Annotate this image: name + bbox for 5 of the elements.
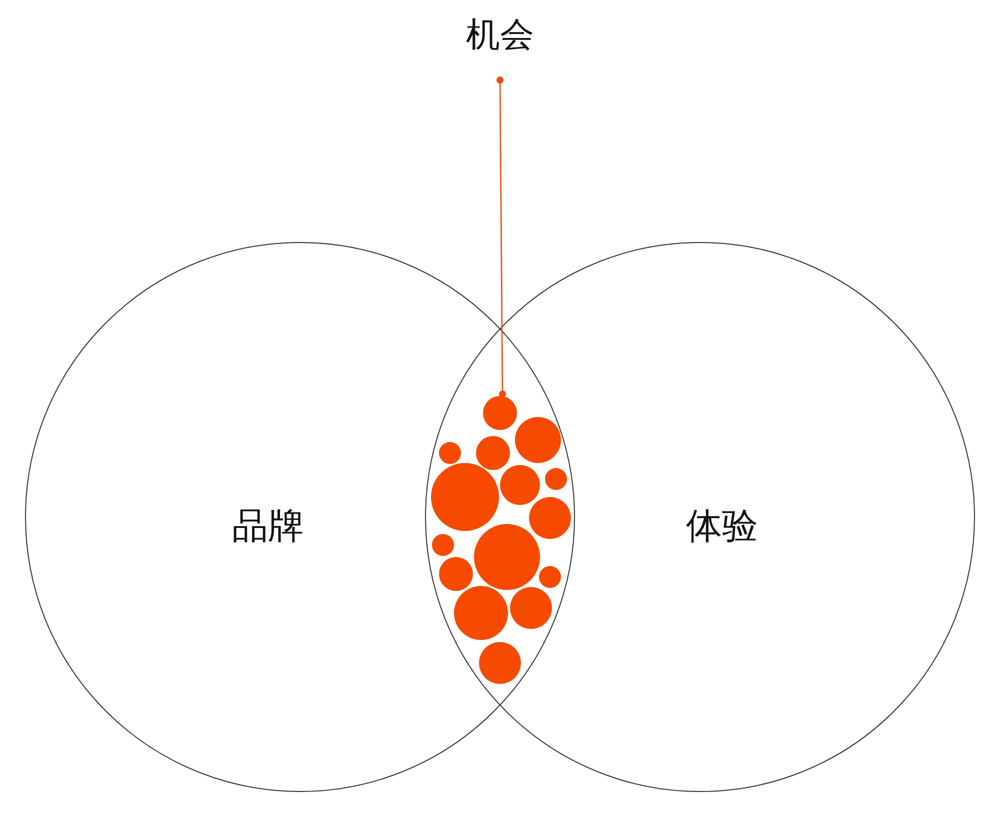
circle-label: 品牌: [232, 507, 304, 547]
opportunity-title: 机会: [466, 14, 534, 57]
leader-line: [496, 76, 506, 398]
bubble-cluster-drawing: [431, 394, 574, 685]
circle-label: 体验: [686, 507, 758, 547]
